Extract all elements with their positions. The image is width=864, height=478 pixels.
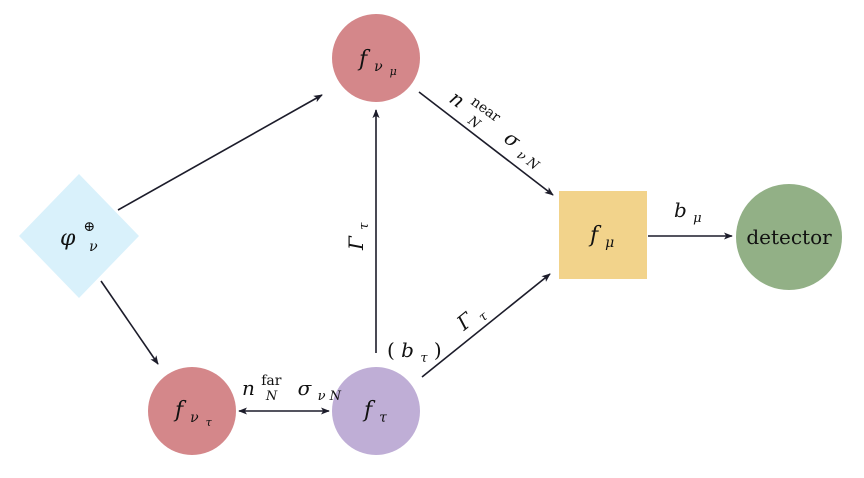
f-mu-sub: μ: [605, 235, 614, 251]
far-n-sup: far: [261, 373, 282, 389]
f-nu-mu-subsub: μ: [390, 65, 397, 78]
f-nu-tau-sub: ν: [190, 410, 199, 426]
phi-sup: ⊕: [83, 219, 95, 235]
far-sigma: σ: [298, 376, 313, 400]
detector-node: detector: [736, 184, 842, 290]
f-mu-node: f μ: [559, 191, 647, 279]
svg-text:f ν τ: f ν τ: [173, 398, 213, 429]
gamma-diagonal-label: Γ τ: [451, 298, 491, 338]
f-nu-tau-circle: [148, 367, 236, 455]
f-nu-tau-node: f ν τ: [148, 367, 236, 455]
f-mu-base: f: [588, 223, 602, 248]
b-tau-close: ): [434, 338, 442, 362]
svg-text:φ ⊕ ν: φ ⊕ ν: [60, 212, 102, 255]
svg-text:n near N σ: n near N σ ν N: [442, 77, 556, 176]
f-tau-sub: τ: [379, 410, 387, 426]
gamma-diagonal-base: Γ: [451, 307, 479, 336]
f-nu-tau-subsub: τ: [206, 416, 213, 429]
f-tau-node: f τ: [332, 367, 420, 455]
detector-circle: [736, 184, 842, 290]
arrow-f-tau-to-f-mu: [421, 273, 551, 378]
arrow-f-nu-mu-to-f-mu: [418, 91, 554, 196]
arrow-phi-to-f-nu-mu: [117, 94, 323, 211]
svg-text:f ν μ: f ν μ: [357, 47, 397, 78]
phi-node: φ ⊕ ν: [19, 174, 139, 298]
phi-sub: ν: [89, 239, 98, 255]
svg-text:( b τ ): ( b τ ): [387, 338, 442, 367]
far-n-sub: N: [265, 389, 278, 404]
gamma-vertical-base: Γ: [344, 235, 368, 251]
near-sigma-sub: ν N: [514, 148, 542, 174]
far-interaction-label: n far N σ ν N: [242, 366, 342, 405]
f-mu-square: [559, 191, 647, 279]
b-tau-label: ( b τ ): [387, 338, 442, 367]
gamma-vertical-sub: τ: [357, 222, 372, 230]
svg-text:f μ: f μ: [588, 223, 614, 251]
f-tau-circle: [332, 367, 420, 455]
f-nu-tau-base: f: [173, 398, 187, 423]
phi-base: φ: [60, 226, 76, 251]
f-tau-base: f: [362, 398, 376, 423]
svg-text:Γ τ: Γ τ: [451, 298, 491, 338]
svg-text:f τ: f τ: [362, 398, 387, 426]
far-sigma-sub: ν N: [318, 389, 342, 404]
f-nu-mu-base: f: [357, 47, 371, 72]
arrow-phi-to-f-nu-tau: [100, 280, 159, 365]
b-tau-base: b: [401, 338, 414, 362]
gamma-vertical-label: Γ τ: [344, 222, 372, 251]
f-nu-mu-node: f ν μ: [332, 14, 420, 102]
detector-label: detector: [746, 225, 832, 249]
b-tau-sub: τ: [420, 351, 428, 366]
b-tau-open: (: [387, 338, 395, 362]
far-n: n: [242, 376, 255, 400]
svg-text:n far N σ: n far N σ ν N: [242, 366, 342, 405]
near-interaction-label: n near N σ ν N: [442, 77, 556, 176]
near-n: n: [445, 86, 470, 113]
b-mu-sub: μ: [693, 211, 701, 226]
f-nu-mu-sub: ν: [374, 59, 383, 75]
b-mu-label: b μ: [674, 198, 702, 226]
svg-text:b μ: b μ: [674, 198, 702, 226]
b-mu-base: b: [674, 198, 687, 222]
svg-text:Γ τ: Γ τ: [344, 222, 372, 251]
f-nu-mu-circle: [332, 14, 420, 102]
phi-diamond-shape: [19, 174, 139, 298]
